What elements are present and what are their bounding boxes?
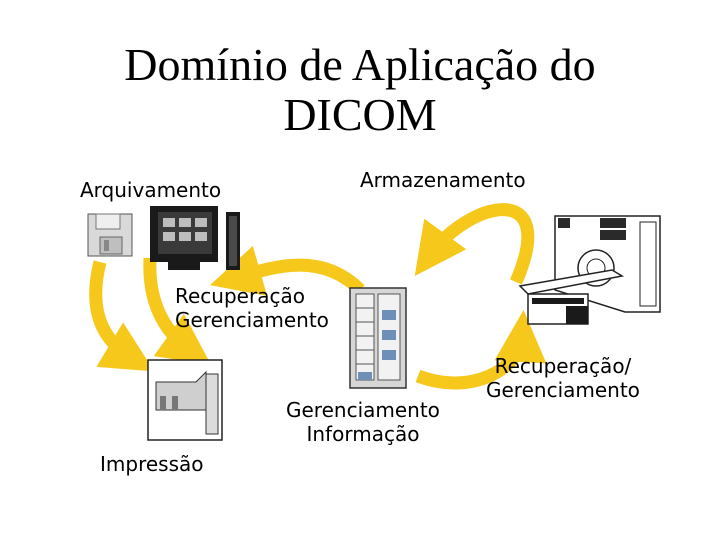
label-info-mgmt-line-2: Informação: [306, 422, 420, 446]
label-archiving: Arquivamento: [80, 178, 222, 202]
label-retrieval-mgmt-right-line-2: Gerenciamento: [486, 378, 640, 402]
film-printer-icon: [147, 359, 223, 441]
label-retrieval-mgmt-left: Recuperação Gerenciamento: [175, 284, 329, 332]
arrow-to-workstation: [210, 245, 365, 296]
floppy-disk-icon: [87, 213, 133, 257]
slide-title: Domínio de Aplicação do DICOM: [0, 40, 720, 140]
label-storage: Armazenamento: [360, 168, 526, 192]
title-line-2: DICOM: [283, 89, 437, 140]
label-info-mgmt-line-1: Gerenciamento: [286, 398, 440, 422]
server-rack-icon: [349, 287, 407, 389]
arrow-floppy-to-printer: [89, 260, 155, 372]
label-retrieval-mgmt-right-line-1: Recuperação/: [494, 354, 632, 378]
workstation-monitor-icon: [150, 206, 240, 270]
mri-scanner-icon: [518, 215, 661, 325]
label-retrieval-mgmt-left-line-2: Gerenciamento: [175, 308, 329, 332]
label-printing: Impressão: [100, 452, 204, 476]
arrow-storage-to-scanner: [414, 203, 535, 285]
label-retrieval-mgmt-right: Recuperação/ Gerenciamento: [486, 354, 640, 402]
label-info-mgmt: Gerenciamento Informação: [286, 398, 440, 446]
label-retrieval-mgmt-left-line-1: Recuperação: [175, 284, 305, 308]
arrow-server-to-scanner: [415, 310, 547, 390]
title-line-1: Domínio de Aplicação do: [124, 39, 596, 90]
arrow-workstation-to-printer: [143, 257, 212, 366]
